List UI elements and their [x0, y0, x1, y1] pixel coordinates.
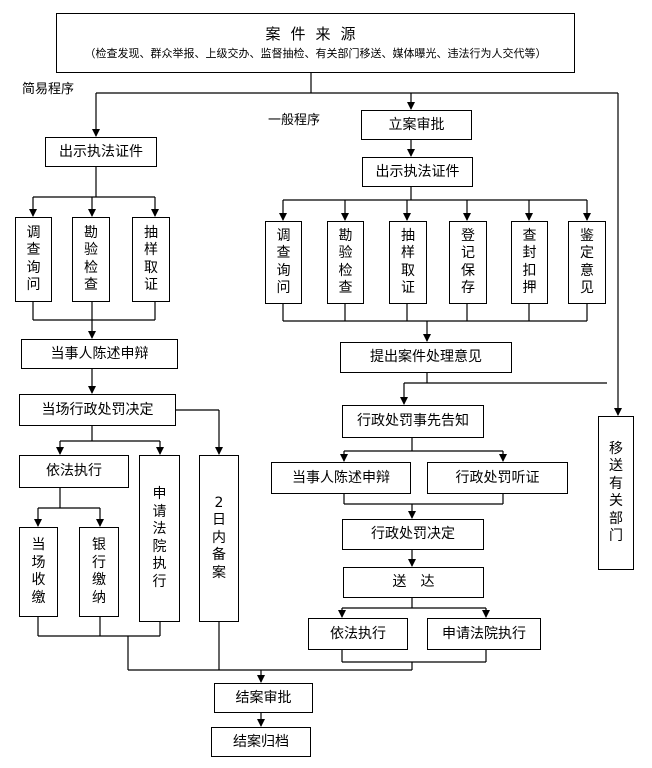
general-opinion-box: 提出案件处理意见	[340, 342, 512, 373]
general-court-box: 申请法院执行	[427, 618, 541, 650]
general-delivery-box: 送 达	[343, 567, 484, 598]
general-show-cert-box: 出示执法证件	[362, 157, 473, 187]
general-investigation-3: 抽样取证	[389, 221, 427, 304]
general-investigation-4: 登记保存	[449, 221, 487, 304]
simple-filing-box: 2日内备案	[199, 455, 239, 622]
general-investigation-6: 鉴定意见	[568, 221, 606, 304]
general-hearing-box: 行政处罚听证	[427, 462, 568, 494]
simple-court-box: 申请法院执行	[139, 455, 180, 622]
general-investigation-5: 查封扣押	[511, 221, 548, 304]
simple-exec-option-2: 银行缴纳	[79, 527, 119, 617]
simple-defense-box: 当事人陈述申辩	[21, 339, 178, 369]
simple-decision-box: 当场行政处罚决定	[19, 394, 176, 426]
simple-show-cert-box: 出示执法证件	[45, 137, 157, 167]
general-defense-box: 当事人陈述申辩	[271, 462, 411, 494]
simple-investigation-3: 抽样取证	[132, 217, 170, 302]
general-procedure-label: 一般程序	[268, 113, 321, 128]
close-approval-box: 结案审批	[214, 683, 313, 713]
simple-procedure-label: 简易程序	[22, 82, 75, 97]
general-execute-box: 依法执行	[308, 618, 408, 650]
transfer-box: 移送有关部门	[598, 416, 634, 570]
simple-exec-option-1: 当场收缴	[19, 527, 58, 617]
case-source-title: 案件来源	[265, 25, 366, 44]
general-notice-box: 行政处罚事先告知	[342, 405, 484, 438]
general-investigation-2: 勘验检查	[327, 221, 364, 304]
close-archive-box: 结案归档	[211, 727, 311, 757]
simple-execute-box: 依法执行	[19, 455, 129, 488]
simple-investigation-2: 勘验检查	[72, 217, 110, 302]
case-source-subtitle: （检查发现、群众举报、上级交办、监督抽检、有关部门移送、媒体曝光、违法行为人交代…	[84, 47, 547, 61]
general-decision-box: 行政处罚决定	[342, 519, 484, 550]
general-investigation-1: 调查询问	[265, 221, 302, 304]
general-approval-box: 立案审批	[361, 110, 472, 140]
simple-investigation-1: 调查询问	[15, 217, 52, 302]
case-source-box: 案件来源 （检查发现、群众举报、上级交办、监督抽检、有关部门移送、媒体曝光、违法…	[56, 13, 575, 73]
